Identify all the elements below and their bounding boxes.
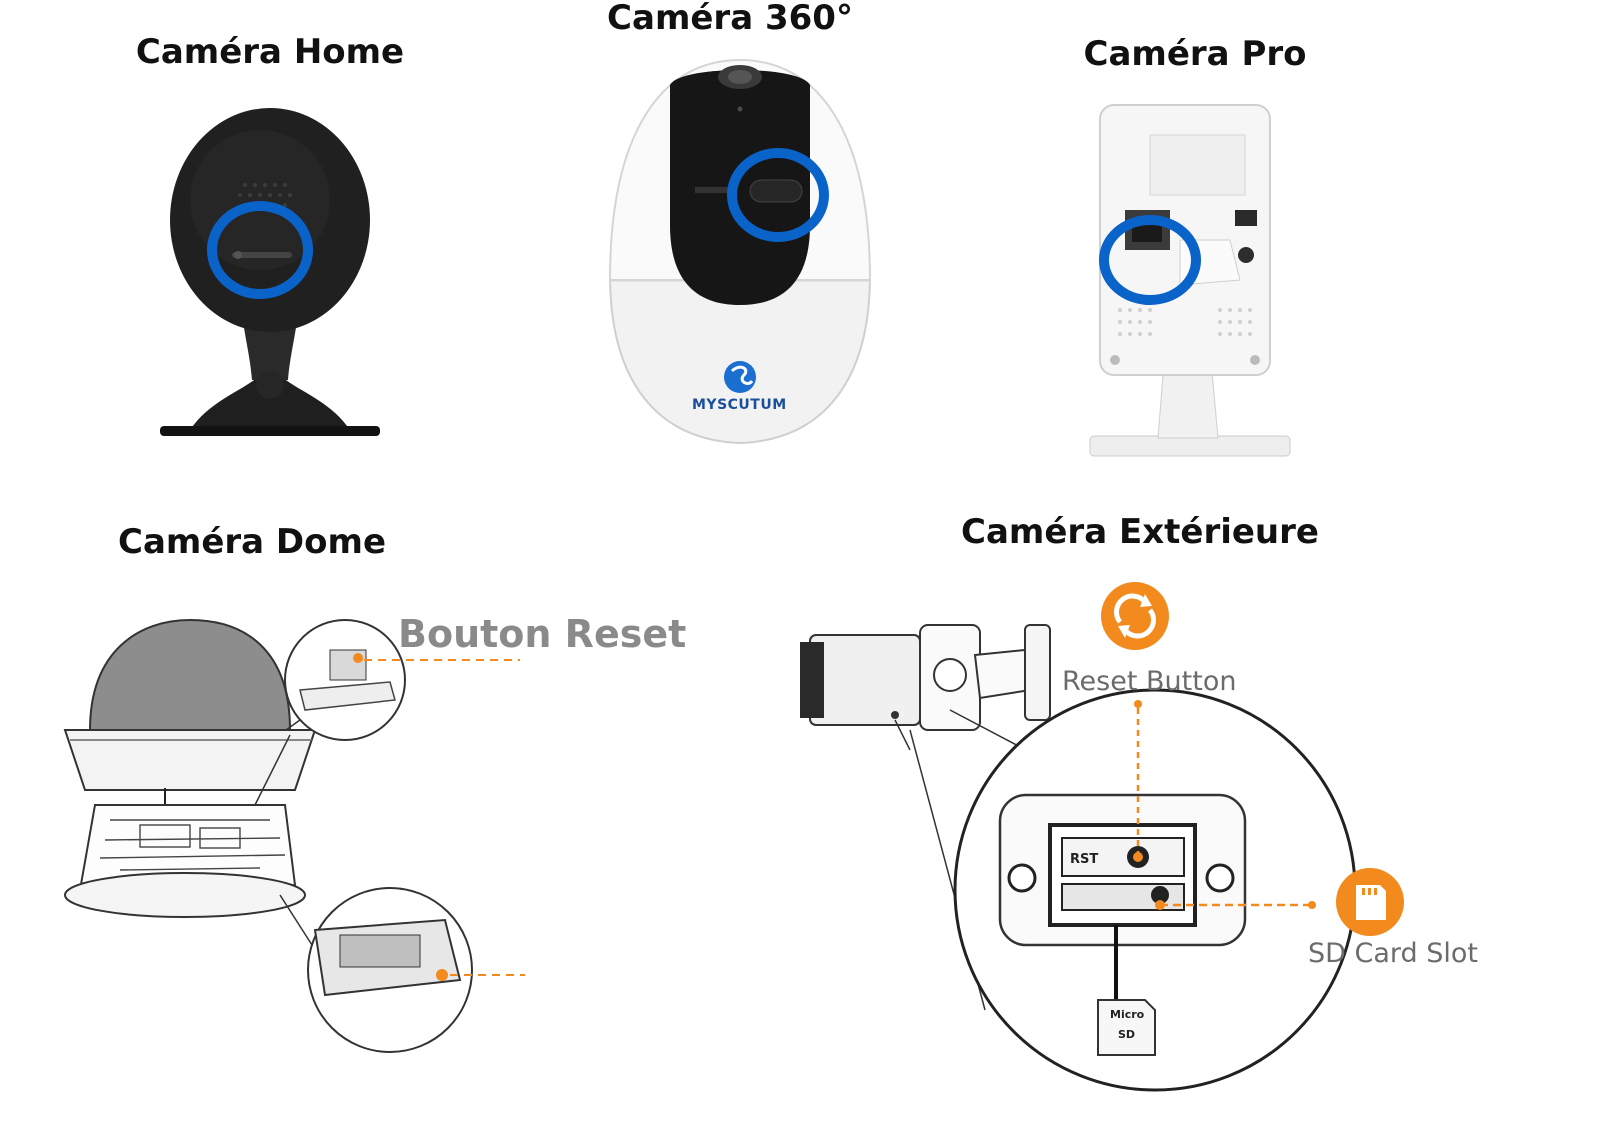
dome-reset-button-label: Bouton Reset bbox=[398, 612, 687, 656]
reset-circular-arrows-icon bbox=[1101, 582, 1169, 650]
sd-micro-text: Micro bbox=[1110, 1008, 1145, 1021]
camera-dome-illustration bbox=[50, 600, 570, 1080]
title-camera-home: Caméra Home bbox=[135, 32, 405, 72]
title-camera-360: Caméra 360° bbox=[607, 0, 853, 38]
brand-logo-text: MYSCUTUM bbox=[692, 397, 787, 413]
sd-card-icon bbox=[1336, 868, 1404, 936]
rst-text: RST bbox=[1070, 852, 1098, 867]
title-camera-dome: Caméra Dome bbox=[118, 522, 386, 562]
sd-card-slot-label: SD Card Slot bbox=[1308, 938, 1479, 969]
camera-360-illustration: MYSCUTUM bbox=[600, 55, 880, 455]
camera-pro-illustration bbox=[1070, 100, 1310, 470]
camera-home-illustration bbox=[150, 100, 390, 460]
camera-exterieure-illustration: Micro SD RST bbox=[800, 580, 1520, 1100]
home-reset-highlight-ring bbox=[207, 201, 313, 299]
title-camera-exterieure: Caméra Extérieure bbox=[961, 512, 1319, 552]
pro-reset-highlight-ring bbox=[1099, 215, 1201, 305]
sd-text: SD bbox=[1118, 1028, 1135, 1041]
title-camera-pro: Caméra Pro bbox=[1083, 34, 1307, 74]
reset-button-label: Reset Button bbox=[1062, 666, 1237, 697]
360-reset-highlight-ring bbox=[727, 148, 829, 242]
